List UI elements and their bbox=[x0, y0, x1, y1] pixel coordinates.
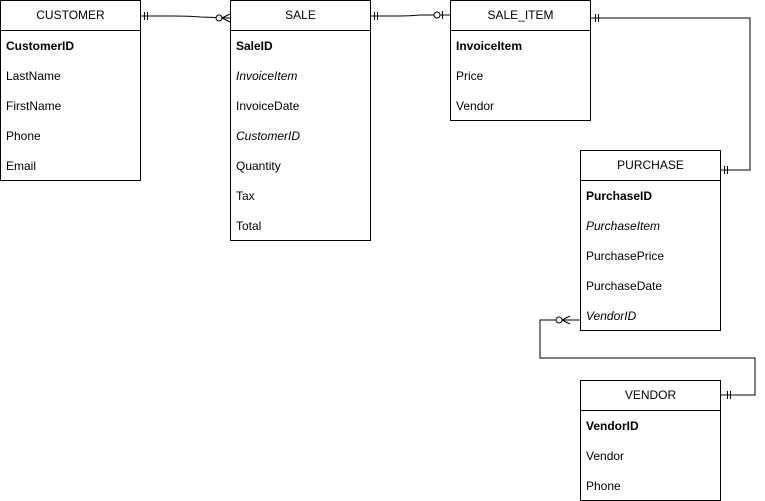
entity-vendor-title: VENDOR bbox=[581, 381, 720, 411]
sale-attr-quantity: Quantity bbox=[236, 159, 281, 173]
sale-attr-invoicedate: InvoiceDate bbox=[236, 99, 300, 113]
vendor-attr-phone: Phone bbox=[586, 479, 621, 493]
entity-purchase-title: PURCHASE bbox=[581, 151, 720, 181]
entity-sale-item-title: SALE_ITEM bbox=[451, 1, 590, 31]
rel-sale-saleitem bbox=[371, 14, 450, 17]
rel-saleitem-purchase bbox=[591, 17, 751, 171]
customer-attr-email: Email bbox=[6, 159, 37, 173]
entity-sale-title: SALE bbox=[231, 1, 370, 31]
customer-attr-customerid: CustomerID bbox=[6, 39, 75, 53]
purchase-attr-purchasedate: PurchaseDate bbox=[586, 279, 663, 293]
purchase-attr-purchaseprice: PurchasePrice bbox=[586, 249, 665, 263]
sale-item-attr-price: Price bbox=[456, 69, 484, 83]
sale-attr-saleid: SaleID bbox=[236, 39, 273, 53]
customer-attr-lastname: LastName bbox=[6, 69, 61, 83]
sale-attr-tax: Tax bbox=[236, 189, 255, 203]
purchase-attr-vendorid: VendorID bbox=[586, 309, 637, 323]
sale-attr-customerid: CustomerID bbox=[236, 129, 301, 143]
vendor-attr-vendorid: VendorID bbox=[586, 419, 639, 433]
entity-customer-title: CUSTOMER bbox=[1, 1, 140, 31]
vendor-attr-vendor: Vendor bbox=[586, 449, 625, 463]
sale-item-attr-vendor: Vendor bbox=[456, 99, 495, 113]
sale-item-attr-invoiceitem: InvoiceItem bbox=[456, 39, 523, 53]
purchase-attr-purchaseid: PurchaseID bbox=[586, 189, 653, 203]
customer-attr-firstname: FirstName bbox=[6, 99, 62, 113]
sale-attr-invoiceitem: InvoiceItem bbox=[236, 69, 298, 83]
sale-attr-total: Total bbox=[236, 219, 262, 233]
customer-attr-phone: Phone bbox=[6, 129, 41, 143]
rel-customer-sale bbox=[141, 15, 231, 19]
purchase-attr-purchaseitem: PurchaseItem bbox=[586, 219, 661, 233]
